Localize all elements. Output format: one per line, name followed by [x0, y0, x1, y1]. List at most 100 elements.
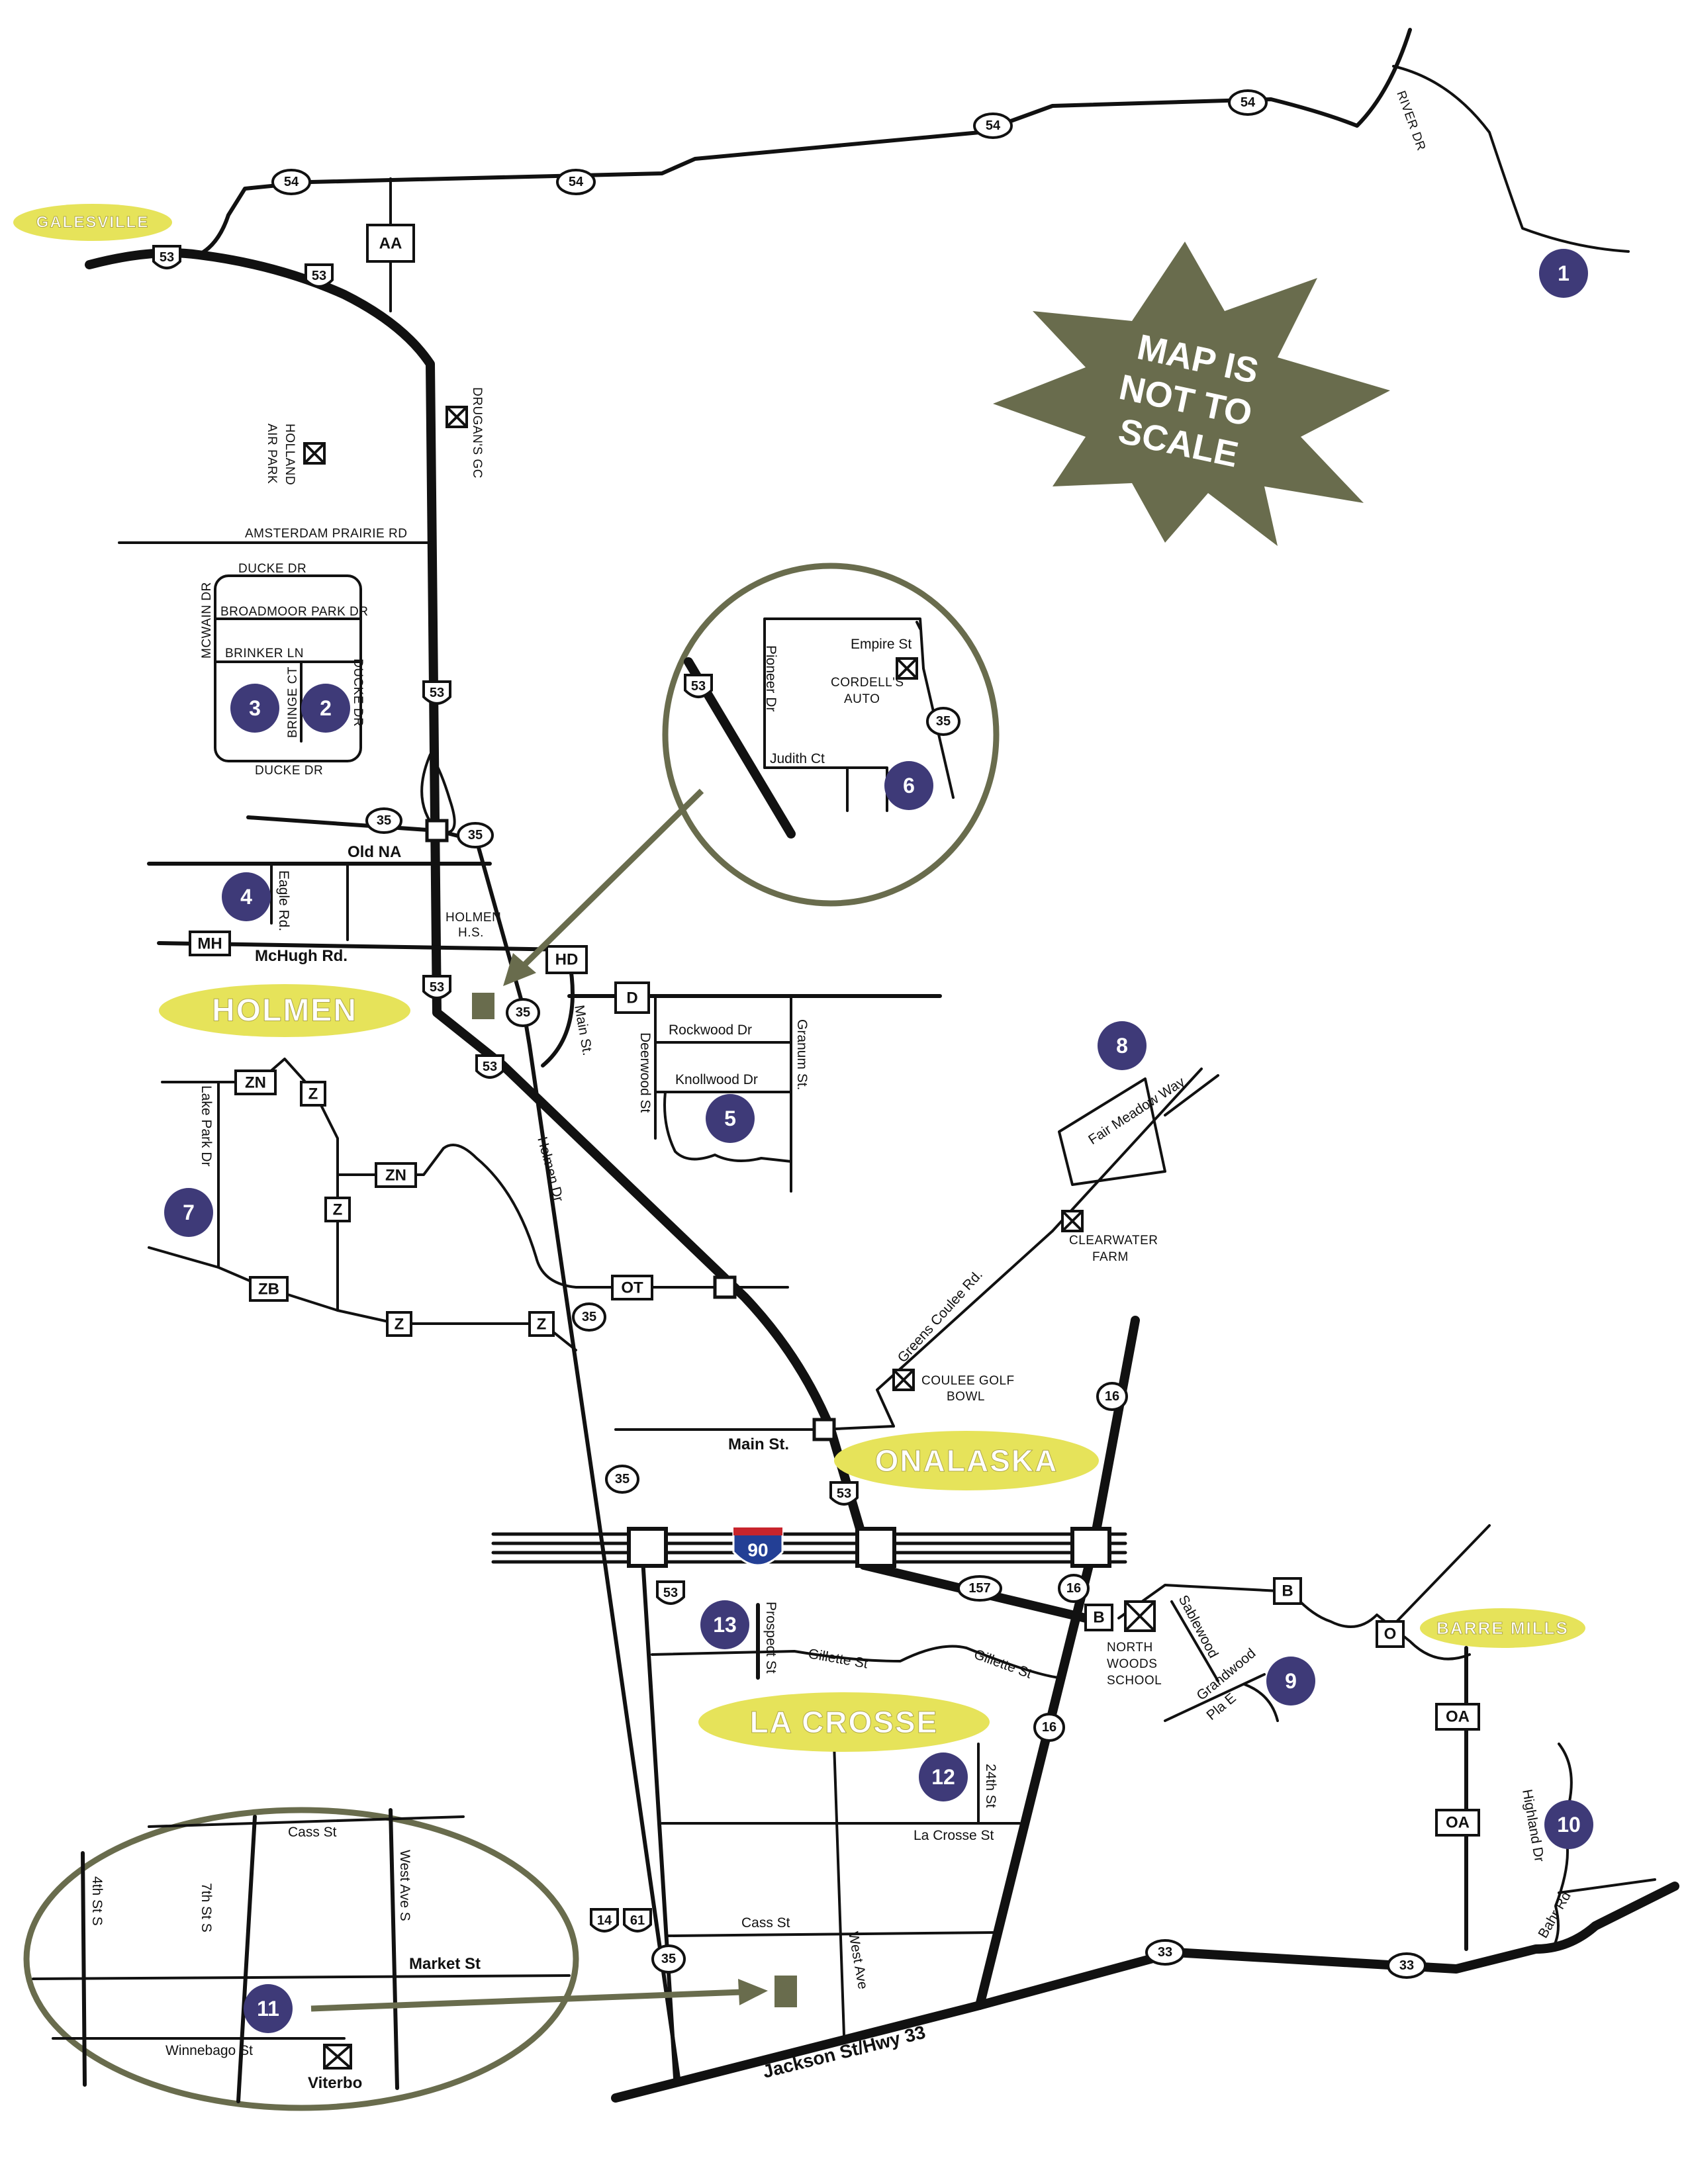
- location-marker-5[interactable]: 5: [706, 1094, 755, 1143]
- svg-text:ZB: ZB: [258, 1281, 279, 1298]
- svg-text:Z: Z: [395, 1316, 404, 1334]
- inset-6-shield-35: 35: [926, 707, 961, 736]
- viterbo-building: [774, 1976, 797, 2007]
- label-main-st-holmen: Main St.: [571, 1004, 595, 1057]
- county-road-oa: OA: [1435, 1703, 1480, 1731]
- label-clearwater-2: FARM: [1092, 1250, 1129, 1264]
- inset-6-cordells-1: CORDELL'S: [831, 676, 904, 690]
- shield-35: 35: [651, 1944, 686, 1974]
- road-hwy-53: [85, 248, 868, 1547]
- shield-61: 61: [623, 1908, 652, 1933]
- svg-text:35: 35: [661, 1952, 676, 1966]
- location-marker-12[interactable]: 12: [919, 1752, 968, 1801]
- road-ducke-loop: [214, 574, 362, 762]
- road-west-ave: [833, 1743, 845, 2036]
- svg-text:ONALASKA: ONALASKA: [875, 1443, 1058, 1478]
- road-zn-top: [217, 1058, 577, 1351]
- svg-text:53: 53: [312, 269, 326, 283]
- interstate-90-shield: 90: [732, 1526, 784, 1567]
- road-network: [85, 28, 1679, 2103]
- location-marker-11[interactable]: 11: [244, 1984, 293, 2033]
- road-hwy-35-west: [246, 815, 439, 833]
- location-marker-8[interactable]: 8: [1098, 1021, 1147, 1070]
- location-marker-7[interactable]: 7: [164, 1188, 213, 1237]
- label-holmen-dr: Holmen Dr: [534, 1135, 566, 1203]
- location-marker-4[interactable]: 4: [222, 872, 271, 921]
- road-gillette: [651, 1645, 1060, 1679]
- label-rockwood: Rockwood Dr: [669, 1023, 752, 1038]
- road-jackson-st: [611, 1882, 1679, 2103]
- route-shields: 54 54 54 54 53 53 53 53 53 53 53 35 35 3…: [152, 89, 1427, 1979]
- shield-35: 35: [605, 1465, 639, 1494]
- svg-text:Z: Z: [308, 1085, 318, 1103]
- svg-text:35: 35: [615, 1472, 630, 1486]
- inset-11-outline: [23, 1807, 579, 2111]
- label-ducke-dr-side: DUCKE DR: [351, 659, 365, 727]
- road-cass-st: [667, 1931, 994, 1937]
- svg-text:HD: HD: [555, 951, 579, 969]
- svg-text:16: 16: [1105, 1389, 1119, 1404]
- label-sablewood: Sablewood: [1176, 1593, 1221, 1661]
- county-road-zb: ZB: [249, 1276, 289, 1302]
- svg-text:35: 35: [582, 1310, 596, 1324]
- shield-16: 16: [1058, 1574, 1090, 1603]
- label-broadmoor: BROADMOOR PARK DR: [220, 605, 369, 619]
- svg-text:35: 35: [936, 714, 951, 729]
- location-marker-1[interactable]: 1: [1539, 249, 1588, 298]
- svg-text:90: 90: [747, 1540, 768, 1561]
- svg-text:33: 33: [1158, 1945, 1172, 1960]
- county-road-hd: HD: [545, 945, 588, 974]
- label-river-dr: RIVER DR: [1393, 89, 1428, 153]
- road-highland: [1551, 1743, 1573, 1950]
- holmen-hs-building: [472, 993, 494, 1019]
- svg-text:MH: MH: [197, 935, 222, 953]
- county-road-zn: ZN: [375, 1162, 417, 1188]
- svg-text:OA: OA: [1446, 1708, 1470, 1726]
- town-barre-mills: BARRE MILLS: [1420, 1608, 1585, 1648]
- label-greens-coulee: Greens Coulee Rd.: [895, 1267, 986, 1365]
- location-marker-9[interactable]: 9: [1266, 1657, 1315, 1706]
- svg-text:53: 53: [837, 1486, 851, 1501]
- interchange-marker: [713, 1275, 737, 1299]
- svg-text:HOLMEN: HOLMEN: [212, 993, 357, 1028]
- label-ducke-dr-bottom: DUCKE DR: [255, 764, 323, 778]
- location-marker-6[interactable]: 6: [884, 761, 933, 810]
- label-north-woods-1: NORTH: [1107, 1641, 1153, 1655]
- svg-text:54: 54: [284, 175, 299, 189]
- county-road-b: B: [1273, 1577, 1302, 1605]
- label-cass-st: Cass St: [741, 1915, 790, 1931]
- svg-text:2: 2: [320, 696, 332, 720]
- svg-text:54: 54: [1241, 95, 1256, 110]
- town-galesville: GALESVILLE: [13, 204, 172, 241]
- town-labels: GALESVILLE HOLMEN ONALASKA LA CROSSE BAR…: [13, 204, 1585, 1752]
- location-marker-10[interactable]: 10: [1544, 1800, 1593, 1849]
- inset-6-judith-ct: Judith Ct: [770, 751, 825, 766]
- svg-text:3: 3: [249, 696, 261, 720]
- label-mcwain: MCWAIN DR: [200, 582, 214, 659]
- label-bahr: Bahr Rd: [1535, 1889, 1573, 1940]
- label-drugans-gc: DRUGAN'S GC: [470, 387, 484, 478]
- svg-text:13: 13: [713, 1613, 737, 1637]
- road-knollwood-loop: [663, 1091, 792, 1163]
- county-road-b: B: [1084, 1604, 1113, 1631]
- landmark-holland-air-park: [303, 442, 326, 465]
- label-clearwater-1: CLEARWATER: [1069, 1234, 1158, 1248]
- label-knollwood: Knollwood Dr: [675, 1072, 758, 1087]
- inset-6-pointer: [503, 788, 704, 986]
- svg-text:53: 53: [483, 1060, 497, 1074]
- svg-text:5: 5: [724, 1107, 736, 1130]
- county-road-aa: AA: [366, 224, 415, 263]
- label-coulee-golf-1: COULEE GOLF: [921, 1374, 1015, 1388]
- location-marker-2[interactable]: 2: [301, 684, 350, 733]
- road-greens-coulee: [876, 1230, 1054, 1428]
- location-marker-13[interactable]: 13: [700, 1600, 749, 1649]
- not-to-scale-note: MAP IS NOT TO SCALE: [993, 242, 1390, 546]
- svg-text:53: 53: [691, 679, 706, 694]
- label-old-na: Old NA: [348, 843, 401, 861]
- label-ducke-dr: DUCKE DR: [238, 562, 306, 576]
- road-sablewood: [1170, 1600, 1219, 1682]
- location-marker-3[interactable]: 3: [230, 684, 279, 733]
- road-grandwood: [1164, 1673, 1266, 1722]
- svg-text:OT: OT: [621, 1279, 643, 1297]
- label-north-woods-2: WOODS: [1107, 1657, 1157, 1671]
